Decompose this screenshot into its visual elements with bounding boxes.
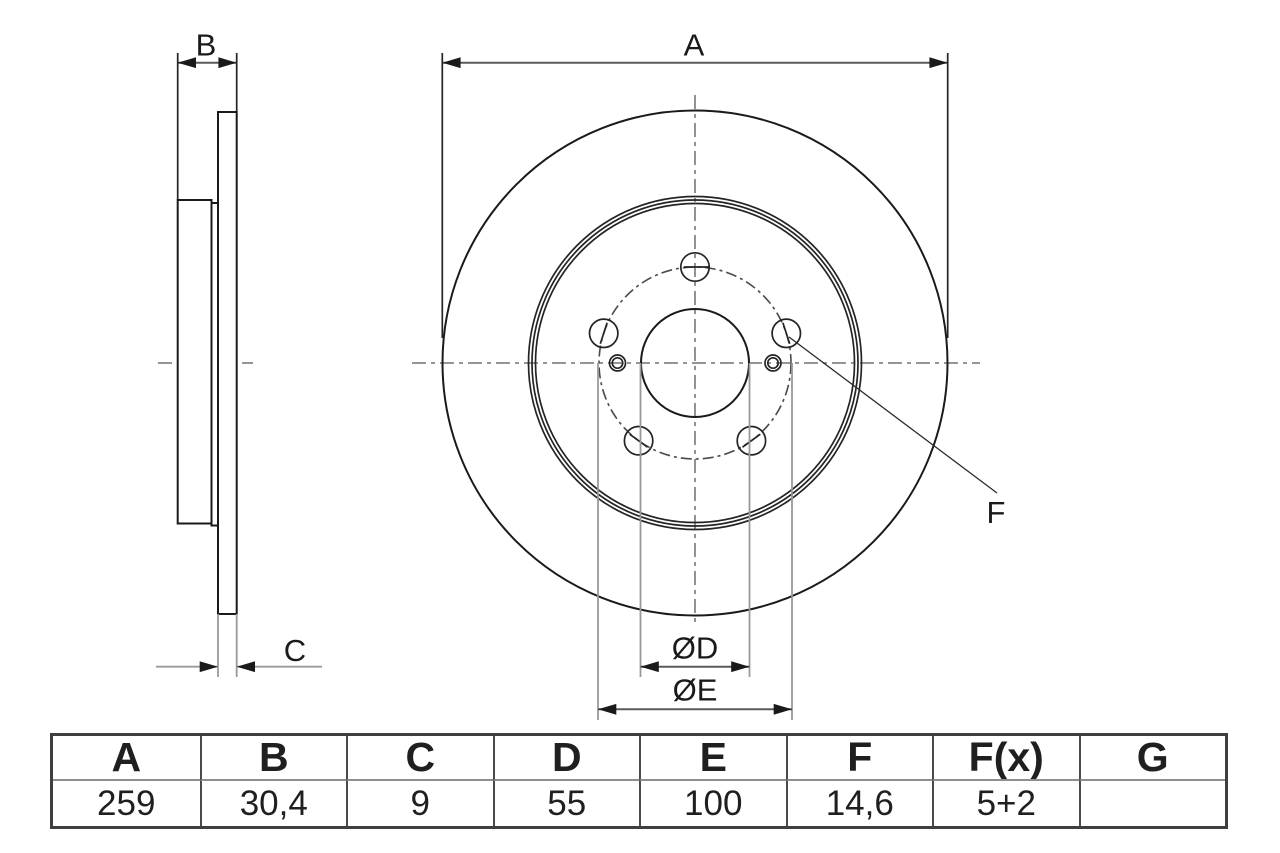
dim-a-label: A: [684, 28, 705, 63]
dim-a-arrow-right: [929, 57, 948, 69]
table-value-e: 100: [639, 781, 786, 826]
bolt-hole-lower-left-tick: [629, 433, 649, 448]
pin-hole-left-inner: [611, 356, 624, 370]
table-value-f: 14,6: [785, 781, 933, 826]
dim-e-arrow-left: [598, 703, 617, 715]
drawing-canvas: B C A: [156, 28, 1006, 720]
dim-b-arrow-right: [218, 57, 237, 69]
table-value-fx: 5+2: [932, 781, 1079, 826]
friction-ring-inner-circle-1: [527, 195, 863, 531]
bolt-hole-upper-right-tick: [782, 322, 791, 345]
pin-hole-left-outer: [608, 354, 627, 372]
dim-c-arrow-left: [199, 661, 218, 673]
table-header-fx: F(x): [932, 736, 1079, 781]
table-header-a: A: [53, 736, 200, 781]
table-value-b: 30,4: [199, 781, 347, 826]
bolt-hole-lower-right-tick: [741, 433, 761, 448]
disc-plate-section: [217, 111, 238, 615]
dim-d-arrow-right: [731, 661, 750, 673]
dim-d-label: ØD: [672, 631, 719, 666]
hat-outer-circle: [534, 202, 856, 524]
bolt-hole-lower-right: [736, 425, 767, 456]
dim-f-label: F: [987, 495, 1006, 530]
table-value-a: 259: [97, 783, 156, 823]
pin-hole-right-outer: [764, 354, 782, 372]
hub-hat-section: [176, 199, 213, 525]
bolt-hole-lower-left: [623, 425, 654, 456]
table-header-e: E: [639, 736, 786, 781]
dim-a-arrow-left: [442, 57, 461, 69]
dim-c-arrow-right: [236, 661, 255, 673]
table-value-d: 55: [492, 781, 640, 826]
table-value-c: 9: [346, 781, 493, 826]
dimension-table: A B C D E F F(x) G 259 30,4 9 55 100 14,…: [50, 733, 1228, 829]
dim-e-arrow-right: [773, 703, 792, 715]
front-view: A F ØD: [412, 28, 1006, 720]
side-view: B C: [156, 28, 322, 677]
bolt-hole-upper-left-tick: [599, 322, 608, 345]
bolt-circle-centerline: [598, 266, 792, 460]
dim-d-arrow-left: [640, 661, 659, 673]
bolt-hole-upper-right: [771, 318, 802, 349]
dim-f-leader-line: [788, 336, 998, 494]
outer-diameter-circle: [441, 109, 949, 617]
table-header-b: B: [199, 736, 346, 781]
table-header-c: C: [346, 736, 493, 781]
dim-b-arrow-left: [177, 57, 196, 69]
dim-e-label: ØE: [673, 673, 718, 708]
table-header-d: D: [492, 736, 639, 781]
pin-hole-right-inner: [766, 356, 780, 370]
table-value-g: [1078, 781, 1226, 826]
bolt-hole-upper-left: [588, 318, 619, 349]
dim-c-label: C: [284, 633, 306, 668]
friction-ring-inner-circle-2: [531, 199, 859, 527]
dim-b-label: B: [196, 28, 217, 63]
table-header-f: F: [785, 736, 932, 781]
table-header-g: G: [1078, 736, 1225, 781]
